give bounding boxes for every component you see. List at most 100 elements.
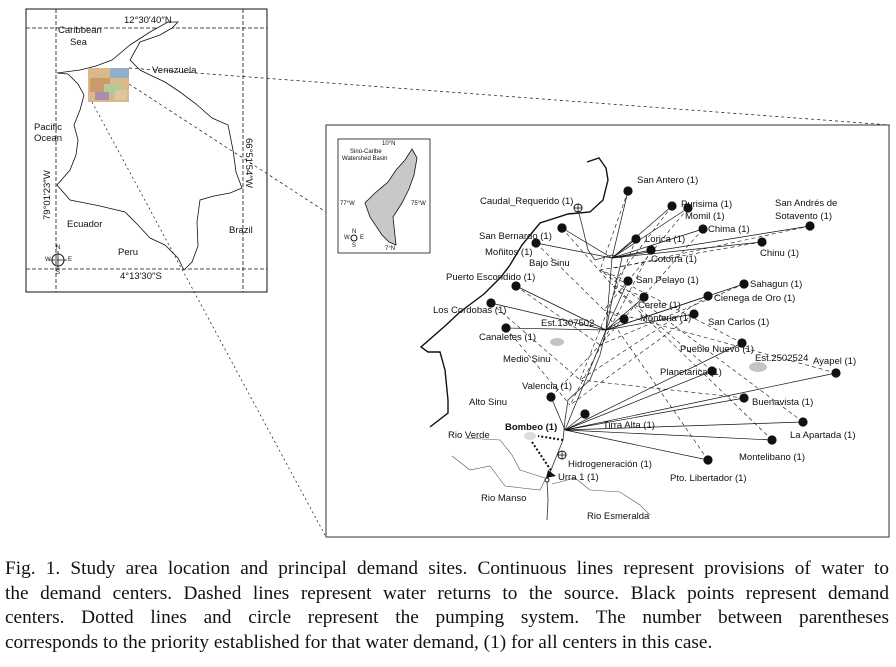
- demand-center-dot: [739, 393, 749, 403]
- demand-site-label: Momil (1): [685, 211, 725, 222]
- compass-w-label: W: [344, 235, 350, 241]
- demand-site-label: San Pelayo (1): [636, 275, 699, 286]
- demand-site-label: Valencia (1): [522, 381, 572, 392]
- demand-site-label: San Antero (1): [637, 175, 699, 186]
- compass-rose-icon: [350, 234, 358, 242]
- demand-center-dot: [831, 368, 841, 378]
- river-label: Rio Verde: [448, 430, 490, 441]
- return-line: [550, 344, 601, 398]
- demand-site-label: Chinu (1): [760, 248, 800, 259]
- demand-center-dot: [739, 279, 749, 289]
- supply-line: [564, 429, 709, 461]
- river-label: Rio Manso: [481, 493, 527, 504]
- demand-center-dot: [703, 291, 713, 301]
- supply-line: [611, 190, 629, 259]
- country-map-place-label: Caribbean: [58, 25, 102, 36]
- demand-center-dot: [619, 314, 629, 324]
- compass-e-label: E: [68, 257, 73, 263]
- demand-site-label: Cerete (1): [638, 300, 681, 311]
- pumping-label: Bombeo (1): [505, 422, 558, 433]
- demand-center-dot: [805, 221, 815, 231]
- gauge-station-marker: [550, 338, 564, 346]
- figure-caption: Fig. 1. Study area location and principa…: [5, 557, 889, 655]
- supply-line: [605, 296, 645, 331]
- region-label: Bajo Sinu: [529, 258, 570, 269]
- supply-line: [564, 370, 713, 431]
- basin-lat-top: 10°N: [382, 141, 396, 147]
- compass-e-label: E: [360, 235, 365, 241]
- return-line: [561, 227, 613, 286]
- gauge-station-label: Est.2502524: [755, 353, 809, 364]
- return-line: [569, 313, 695, 406]
- river-label: Rio Esmeralda: [587, 511, 650, 522]
- demand-site-label: Monteria (1): [640, 313, 692, 324]
- supply-line: [564, 421, 804, 431]
- supply-line: [611, 238, 637, 259]
- demand-center-dot: [531, 238, 541, 248]
- urra-reservoir-label: Urra 1 (1): [558, 472, 599, 483]
- demand-site-label: San Andrés de: [775, 198, 838, 209]
- return-line: [515, 285, 601, 346]
- demand-center-dot: [511, 281, 521, 291]
- supply-line: [605, 280, 629, 331]
- compass-n-label: N: [56, 245, 61, 251]
- demand-center-dot: [683, 203, 693, 213]
- longitude-label-right: 66°51′54′′W: [243, 138, 254, 188]
- region-label: Alto Sinu: [469, 397, 508, 408]
- connector-line: [128, 67, 891, 126]
- region-label: Medio Sinu: [503, 354, 551, 365]
- colombia-outline: [56, 21, 243, 271]
- longitude-label-left: 79°01′23′′W: [42, 170, 53, 220]
- basin-lon-left: 77°W: [340, 201, 355, 207]
- demand-center-dot: [698, 224, 708, 234]
- supply-line: [611, 228, 704, 259]
- supply-line: [505, 327, 607, 331]
- return-line: [611, 205, 673, 286]
- basin-shape: [364, 148, 418, 246]
- compass-n-label: N: [352, 229, 357, 235]
- caption-line: Fig. 1. Study area location and principa…: [5, 558, 889, 579]
- country-map-frame: [25, 8, 268, 293]
- supply-line: [564, 342, 743, 431]
- supply-line: [550, 396, 566, 431]
- demand-site-label: Moñitos (1): [485, 247, 533, 258]
- return-line: [579, 238, 637, 381]
- return-line: [603, 309, 709, 461]
- coastline: [419, 157, 609, 428]
- required-flow-label: Caudal_Requerido (1): [480, 196, 574, 207]
- demand-site-label: Pto. Libertador (1): [670, 473, 747, 484]
- rio-manso-line: [451, 455, 546, 491]
- demand-site-label: Pueblo Nuevo (1): [680, 344, 754, 355]
- basin-lat-bottom: 7°N: [385, 246, 396, 252]
- supply-line: [515, 285, 607, 331]
- return-line: [603, 309, 837, 374]
- compass-s-label: S: [56, 270, 61, 276]
- demand-center-dot: [639, 292, 649, 302]
- country-map-place-label: Ecuador: [67, 219, 103, 230]
- demand-center-dot: [580, 409, 590, 419]
- return-line: [599, 283, 745, 346]
- basin-lon-right: 75°W: [411, 201, 426, 207]
- demand-center-dot: [667, 201, 677, 211]
- demand-center-dot: [557, 223, 567, 233]
- demand-center-dot: [737, 338, 747, 348]
- basin-title-line: Sinú-Caribe: [350, 149, 382, 155]
- supply-line: [611, 205, 673, 259]
- return-line: [611, 284, 773, 441]
- demand-site-label: San Carlos (1): [708, 317, 770, 328]
- demand-site-label: Sahagun (1): [750, 279, 803, 290]
- compass-w-label: W: [45, 257, 51, 263]
- demand-center-dot: [703, 455, 713, 465]
- pumping-line: [537, 435, 564, 441]
- demand-center-dot: [798, 417, 808, 427]
- demand-center-dot: [757, 237, 767, 247]
- demand-site-label: Sotavento (1): [775, 211, 833, 222]
- supply-line: [564, 429, 773, 441]
- supply-line: [564, 397, 745, 431]
- demand-center-dot: [486, 298, 496, 308]
- hydropower-label: Hidrogeneración (1): [568, 459, 652, 470]
- country-map-place-label: Peru: [118, 247, 139, 258]
- return-line: [599, 269, 804, 423]
- demand-site-label: Chima (1): [708, 224, 750, 235]
